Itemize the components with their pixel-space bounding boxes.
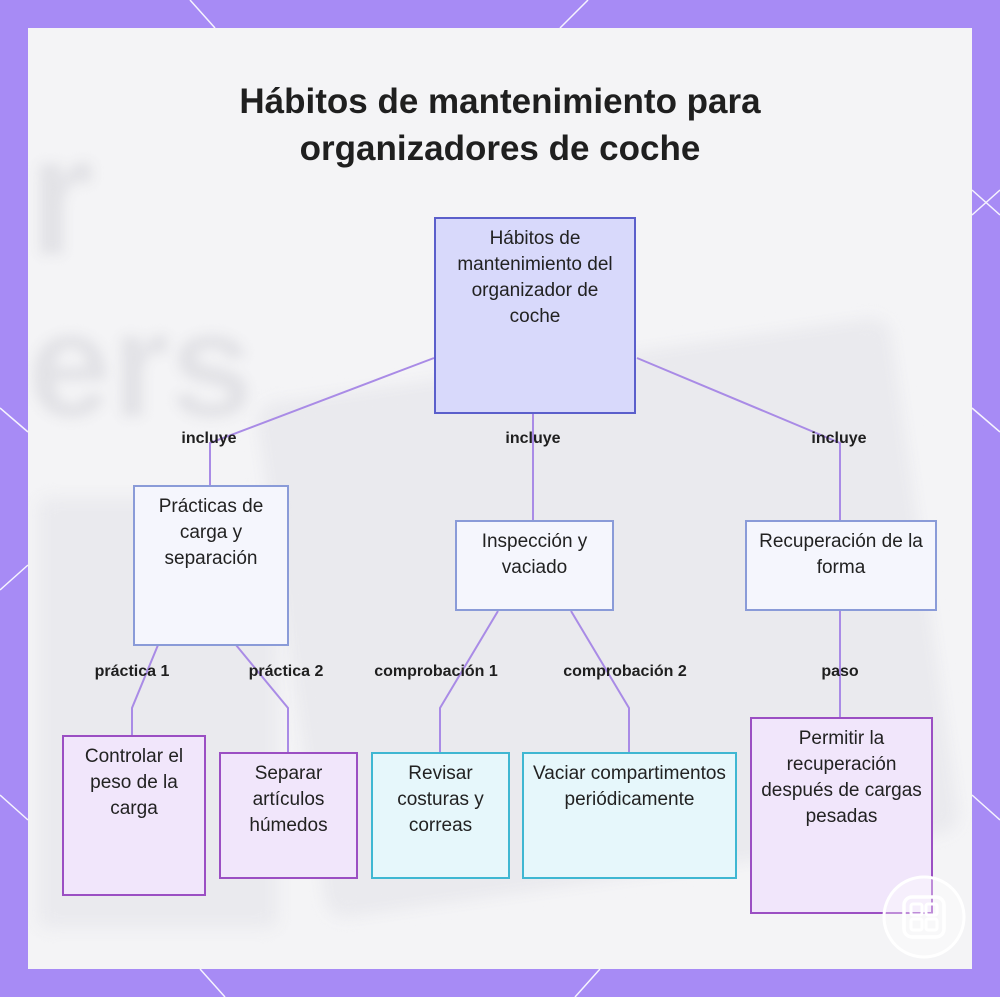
node-revisar[interactable]: Revisar costuras y correas xyxy=(371,752,510,879)
link-practicas-controlar xyxy=(131,644,159,735)
connector-lines xyxy=(131,357,841,752)
node-practicas[interactable]: Prácticas de carga y separación xyxy=(133,485,289,646)
link-inspeccion-revisar xyxy=(439,610,499,752)
node-permitir-label: Permitir la recuperación después de carg… xyxy=(761,728,922,827)
edge-label-paso: paso xyxy=(821,663,859,680)
node-root-label: Hábitos de mantenimiento del organizador… xyxy=(457,228,613,327)
node-vaciar[interactable]: Vaciar compartimentos periódicamente xyxy=(522,752,737,879)
node-recuperacion-label: Recuperación de la forma xyxy=(759,531,923,578)
edge-label-incluye: incluye xyxy=(181,430,237,447)
link-inspeccion-vaciar xyxy=(570,610,630,752)
node-inspeccion-label: Inspección y vaciado xyxy=(481,531,588,578)
node-controlar-label: Controlar el peso de la carga xyxy=(84,746,184,819)
app-logo-icon xyxy=(882,875,966,959)
title-line-2: organizadores de coche xyxy=(299,129,701,168)
background-text: r xyxy=(28,101,95,291)
background-text: ers xyxy=(28,280,254,448)
node-controlar[interactable]: Controlar el peso de la carga xyxy=(62,735,206,896)
diagram-title: Hábitos de mantenimiento para organizado… xyxy=(28,78,972,172)
node-separar-label: Separar artículos húmedos xyxy=(249,763,328,836)
edge-label-comprobacion-1: comprobación 1 xyxy=(374,663,498,680)
node-separar[interactable]: Separar artículos húmedos xyxy=(219,752,358,879)
node-vaciar-label: Vaciar compartimentos periódicamente xyxy=(533,763,726,810)
card: r ers Hábitos de mantenimiento para orga… xyxy=(28,28,972,969)
link-root-practicas xyxy=(209,357,435,485)
node-root[interactable]: Hábitos de mantenimiento del organizador… xyxy=(434,217,636,414)
edge-label-incluye: incluye xyxy=(811,430,867,447)
edge-label-practica-2: práctica 2 xyxy=(248,663,324,680)
node-revisar-label: Revisar costuras y correas xyxy=(397,763,484,836)
node-inspeccion[interactable]: Inspección y vaciado xyxy=(455,520,614,611)
node-recuperacion[interactable]: Recuperación de la forma xyxy=(745,520,937,611)
edge-label-practica-1: práctica 1 xyxy=(94,663,170,680)
node-practicas-label: Prácticas de carga y separación xyxy=(158,496,264,569)
edge-label-comprobacion-2: comprobación 2 xyxy=(563,663,687,680)
link-practicas-separar xyxy=(235,644,289,752)
edge-label-incluye: incluye xyxy=(505,430,561,447)
title-line-1: Hábitos de mantenimiento para xyxy=(239,82,761,121)
node-permitir[interactable]: Permitir la recuperación después de carg… xyxy=(750,717,933,914)
link-root-recuperacion xyxy=(636,357,841,520)
